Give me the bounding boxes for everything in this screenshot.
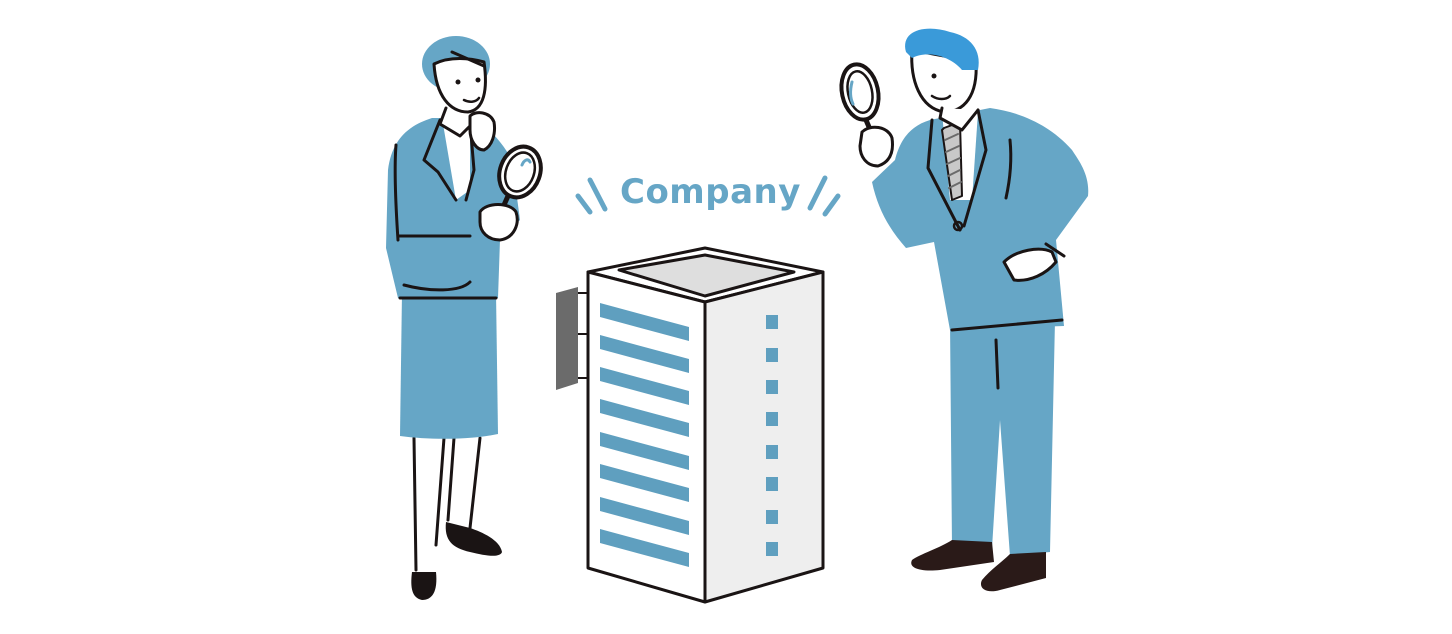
businesswoman-figure <box>386 36 543 600</box>
businessman-figure <box>839 28 1089 592</box>
office-building-icon <box>556 246 825 604</box>
company-label: Company <box>620 172 801 212</box>
emphasis-marks-icon <box>575 175 841 217</box>
magnifying-glass-icon <box>497 144 543 217</box>
magnifying-glass-icon <box>839 62 881 137</box>
